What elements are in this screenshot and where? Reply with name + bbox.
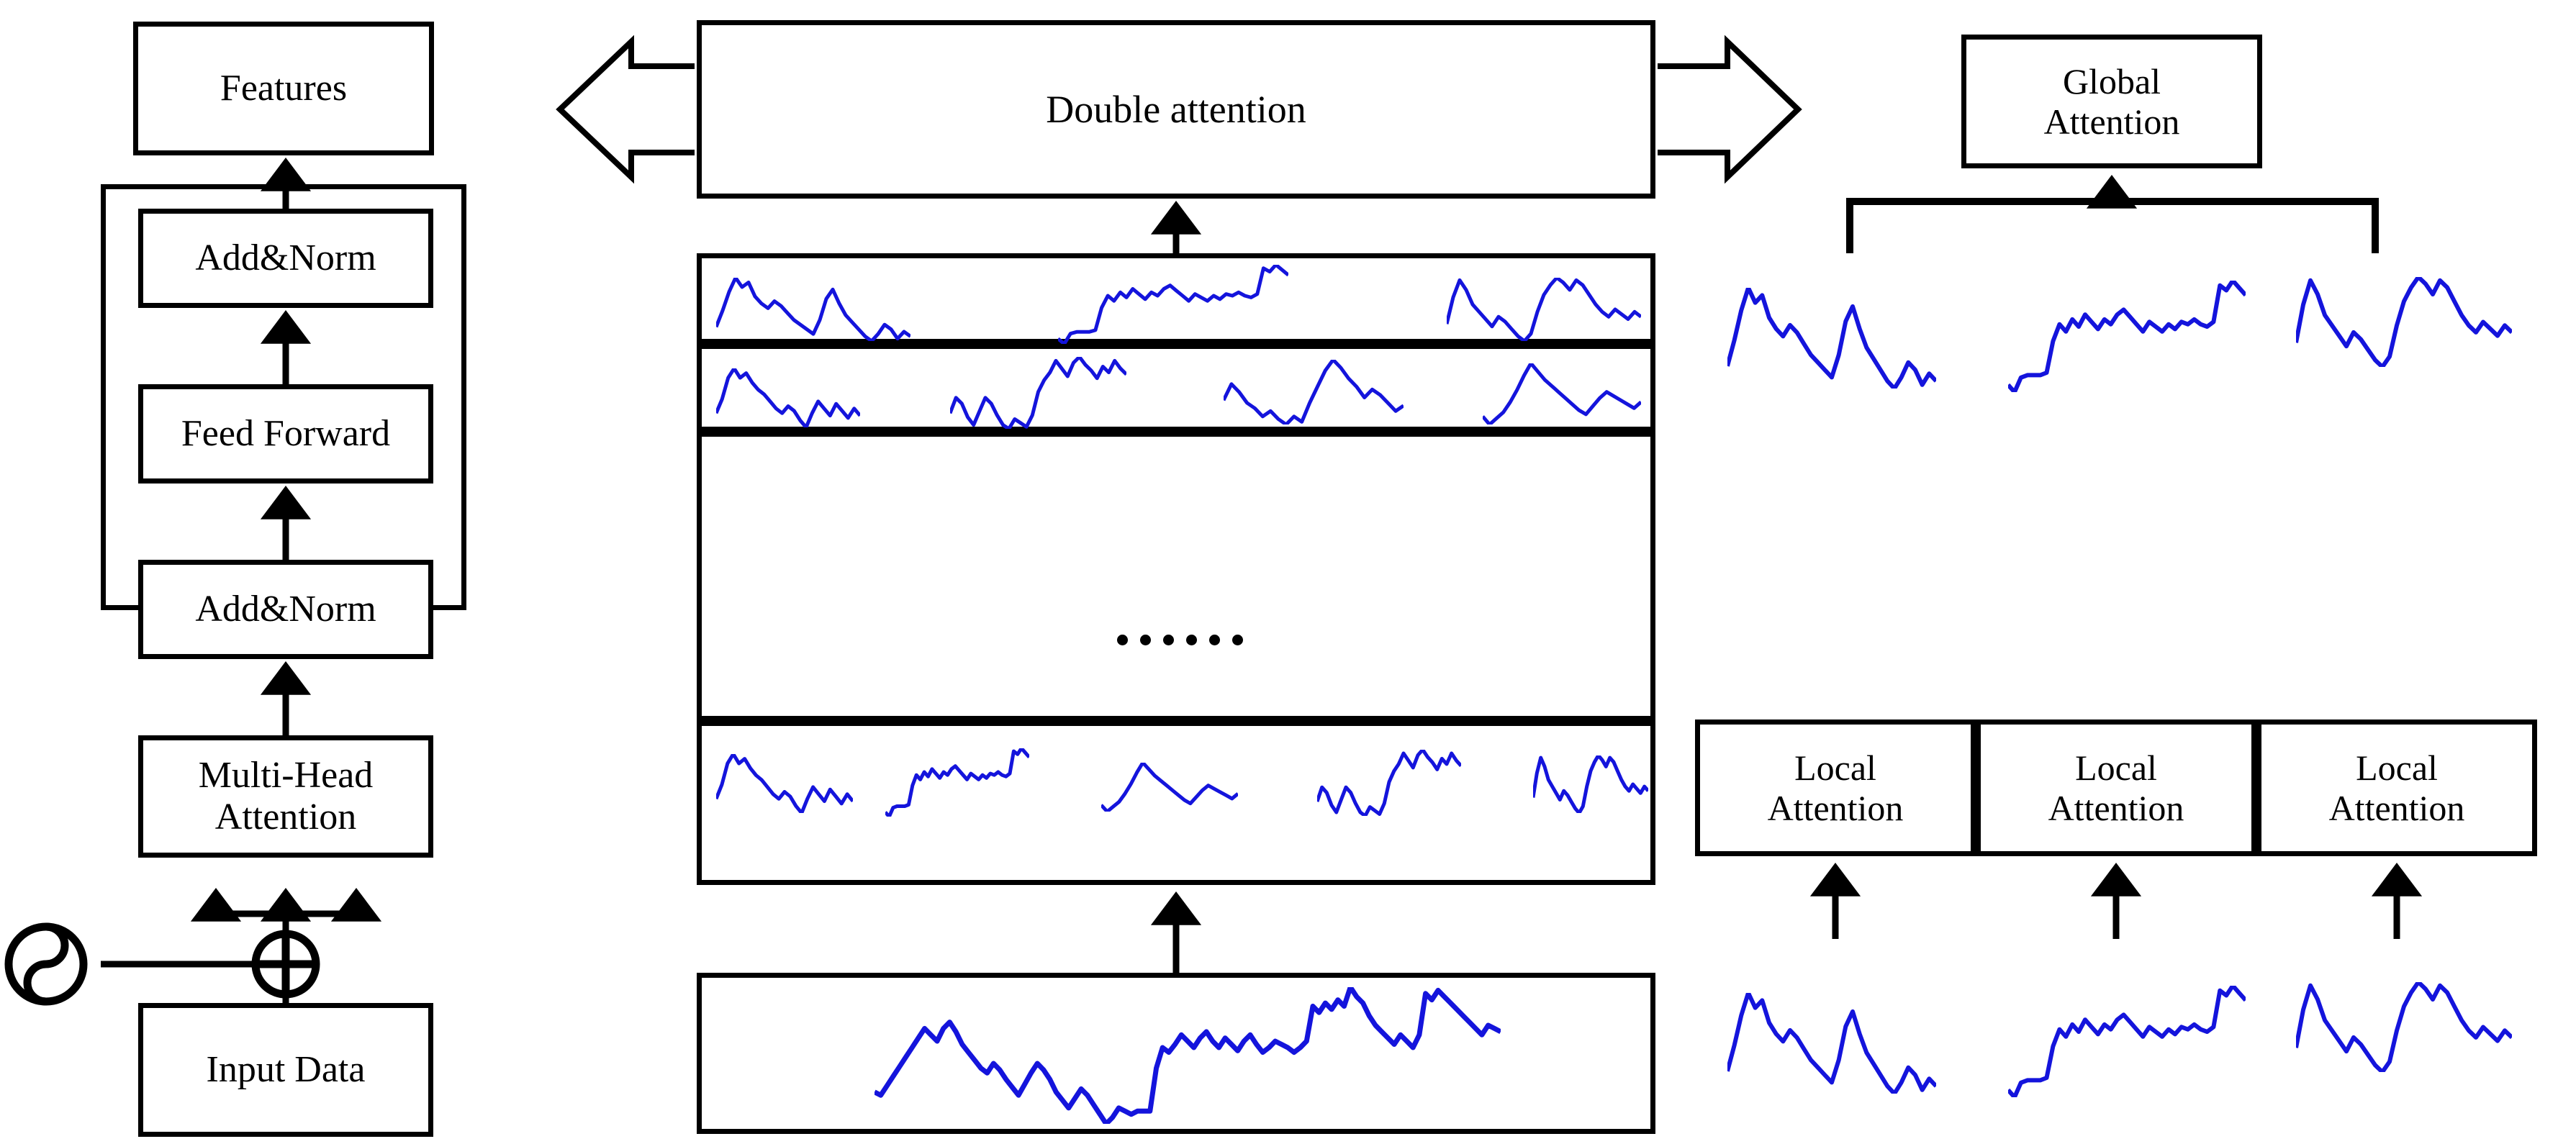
multi-head-attention-box[interactable]: Multi-Head Attention [138,735,433,858]
waveform-global-seg1 [1727,288,1936,389]
input-data-box[interactable]: Input Data [138,1003,433,1137]
global-attention-bracket [1846,174,2379,253]
features-box[interactable]: Features [133,22,434,155]
waveform-row4-seg2 [885,748,1029,817]
waveform-local-seg3 [2296,982,2512,1072]
double-attention-box[interactable]: Double attention [697,20,1655,199]
feed-forward-box[interactable]: Feed Forward [138,384,433,484]
local-attention-box-1[interactable]: Local Attention [1695,719,1976,856]
waveform-row1-seg3 [1447,278,1641,341]
local-attention-arrows [1809,862,2423,939]
circled-plus-icon [251,930,320,999]
add-norm-box-bottom[interactable]: Add&Norm [138,560,433,659]
add-norm-bottom-label: Add&Norm [195,588,376,630]
waveform-row2-seg1 [716,368,860,427]
multi-head-attention-label: Multi-Head Attention [198,754,374,837]
waveform-row2-seg3 [1224,360,1404,425]
waveform-row4-seg1 [716,754,853,813]
yin-yang-icon [4,922,88,1006]
input-data-label: Input Data [206,1048,366,1090]
waveform-local-seg1 [1727,993,1936,1094]
residual-connection [101,961,289,1003]
local-attention-label-1: Local Attention [1767,748,1904,828]
add-norm-box-top[interactable]: Add&Norm [138,209,433,308]
add-norm-top-label: Add&Norm [195,237,376,278]
waveform-row2-seg2 [950,357,1126,429]
global-attention-label: Global Attention [2043,61,2180,142]
waveform-row1-seg1 [716,278,910,341]
double-attention-label: Double attention [1046,87,1306,131]
waveform-row4-seg3 [1101,763,1238,812]
local-attention-label-2: Local Attention [2048,748,2184,828]
waveform-global-seg2 [2008,281,2246,392]
qkv-branch [190,887,382,950]
waveform-row4-seg5 [1533,755,1648,813]
waveform-row2-seg4 [1483,363,1641,425]
input-series-box[interactable] [697,973,1655,1134]
local-attention-label-3: Local Attention [2328,748,2465,828]
segment-row-ellipsis[interactable] [697,432,1655,721]
features-label: Features [220,67,348,109]
waveform-row1-seg2 [1058,265,1288,344]
vertical-ellipsis-dots [1117,635,1243,645]
right-block-arrow [1658,35,1802,184]
left-block-arrow [556,35,695,184]
local-attention-box-2[interactable]: Local Attention [1976,719,2256,856]
feed-forward-label: Feed Forward [181,412,391,454]
segment-row-4[interactable] [697,721,1655,885]
waveform-local-seg2 [2008,986,2246,1097]
waveform-row4-seg4 [1317,750,1461,816]
waveform-global-seg3 [2296,277,2512,367]
waveform-input-series [875,987,1501,1124]
local-attention-box-3[interactable]: Local Attention [2256,719,2537,856]
global-attention-box[interactable]: Global Attention [1961,35,2262,168]
